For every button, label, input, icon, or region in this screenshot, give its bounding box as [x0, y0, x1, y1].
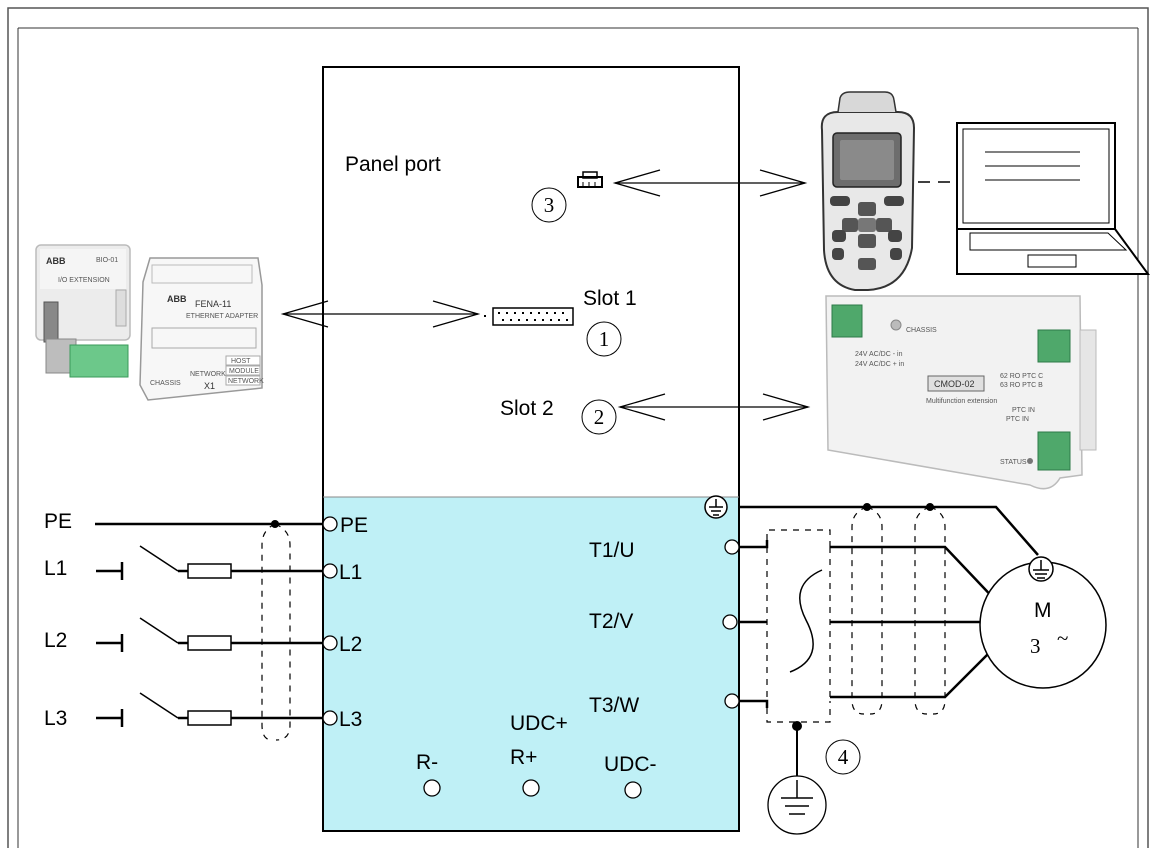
- l2-supply-label: L2: [44, 629, 67, 652]
- slot2-arrow: [617, 393, 811, 421]
- svg-text:PTC IN: PTC IN: [1012, 407, 1035, 414]
- panel-port-label: Panel port: [345, 153, 441, 176]
- svg-text:ABB: ABB: [167, 294, 187, 304]
- cmod-02-module: CHASSIS 24V AC/DC - in 24V AC/DC + in CM…: [825, 295, 1097, 490]
- svg-text:24V AC/DC + in: 24V AC/DC + in: [855, 361, 904, 368]
- l3-supply-label: L3: [44, 707, 67, 730]
- drive-ground-icon: [704, 495, 728, 519]
- frame-border: [7, 7, 1149, 848]
- svg-text:3: 3: [544, 193, 555, 217]
- panel-port-arrow: [612, 169, 808, 197]
- callout-3: 3: [531, 187, 567, 223]
- svg-text:HOST: HOST: [231, 358, 251, 365]
- slot1-connector: [484, 307, 574, 326]
- svg-text:ABB: ABB: [46, 256, 66, 266]
- l1-supply-line: [96, 545, 323, 580]
- callout-4: 4: [825, 739, 861, 775]
- l3-supply-line: [96, 692, 323, 727]
- l3-terminal-label: L3: [339, 708, 362, 731]
- t3-terminal: [724, 693, 740, 709]
- udc-minus-terminal: [624, 781, 642, 799]
- motor-cable-shield: [851, 506, 946, 715]
- r-plus-terminal: [522, 779, 540, 797]
- pe-terminal-label: PE: [340, 514, 368, 537]
- slot1-label: Slot 1: [583, 287, 637, 310]
- t1-label: T1/U: [589, 539, 635, 562]
- output-filter-box: [766, 529, 831, 723]
- udc-minus-label: UDC-: [604, 753, 657, 776]
- svg-text:STATUS: STATUS: [1000, 459, 1027, 466]
- svg-text:PTC IN: PTC IN: [1006, 416, 1029, 423]
- filter-ground-icon: [767, 721, 827, 835]
- motor-ac-label: ~: [1057, 626, 1068, 650]
- callout-2: 2: [581, 399, 617, 435]
- l3-terminal: [322, 710, 338, 726]
- svg-text:CHASSIS: CHASSIS: [906, 327, 937, 334]
- l1-terminal-label: L1: [339, 561, 362, 584]
- input-cable-shield: [261, 523, 291, 741]
- svg-text:2: 2: [594, 405, 605, 429]
- t2-label: T2/V: [589, 610, 633, 633]
- l2-supply-line: [96, 617, 323, 652]
- svg-text:X1: X1: [204, 381, 215, 391]
- l2-terminal: [322, 635, 338, 651]
- svg-text:4: 4: [838, 745, 849, 769]
- t2-terminal: [722, 614, 738, 630]
- reactor-symbol: [789, 569, 823, 673]
- motor-phase-label: 3: [1030, 634, 1041, 658]
- slot1-arrow: [280, 300, 481, 328]
- svg-text:Multifunction extension: Multifunction extension: [926, 398, 997, 405]
- svg-text:I/O EXTENSION: I/O EXTENSION: [58, 277, 110, 284]
- pe-supply-label: PE: [44, 510, 72, 533]
- r-plus-label: R+: [510, 746, 537, 769]
- t1-terminal: [724, 539, 740, 555]
- bio-01-module: ABB BIO-01 I/O EXTENSION: [35, 244, 131, 378]
- l1-supply-label: L1: [44, 557, 67, 580]
- svg-text:63 RO PTC B: 63 RO PTC B: [1000, 382, 1043, 389]
- svg-text:NETWORK: NETWORK: [228, 378, 264, 385]
- laptop-pc: [956, 122, 1150, 275]
- l2-terminal-label: L2: [339, 633, 362, 656]
- power-section: [324, 497, 738, 830]
- r-minus-terminal: [423, 779, 441, 797]
- svg-text:1: 1: [599, 327, 610, 351]
- r-minus-label: R-: [416, 751, 438, 774]
- slot2-label: Slot 2: [500, 397, 554, 420]
- panel-port-connector: [577, 171, 603, 188]
- svg-text:24V AC/DC - in: 24V AC/DC - in: [855, 351, 903, 358]
- t3-label: T3/W: [589, 694, 639, 717]
- motor: M 3 ~: [979, 556, 1107, 689]
- svg-text:62 RO PTC C: 62 RO PTC C: [1000, 373, 1043, 380]
- fena-11-module: ABB FENA-11 ETHERNET ADAPTER NETWORK X1 …: [139, 257, 264, 401]
- udc-plus-label: UDC+: [510, 712, 568, 735]
- callout-1: 1: [586, 321, 622, 357]
- motor-m-label: M: [1034, 599, 1052, 622]
- l1-terminal: [322, 563, 338, 579]
- svg-text:NETWORK: NETWORK: [190, 371, 226, 378]
- svg-text:MODULE: MODULE: [229, 368, 259, 375]
- control-panel-device: [820, 91, 916, 291]
- svg-text:ETHERNET ADAPTER: ETHERNET ADAPTER: [186, 313, 258, 320]
- svg-text:FENA-11: FENA-11: [195, 299, 231, 309]
- svg-text:CHASSIS: CHASSIS: [150, 380, 181, 387]
- pe-terminal: [322, 516, 338, 532]
- svg-text:CMOD-02: CMOD-02: [934, 379, 975, 389]
- svg-text:BIO-01: BIO-01: [96, 257, 118, 264]
